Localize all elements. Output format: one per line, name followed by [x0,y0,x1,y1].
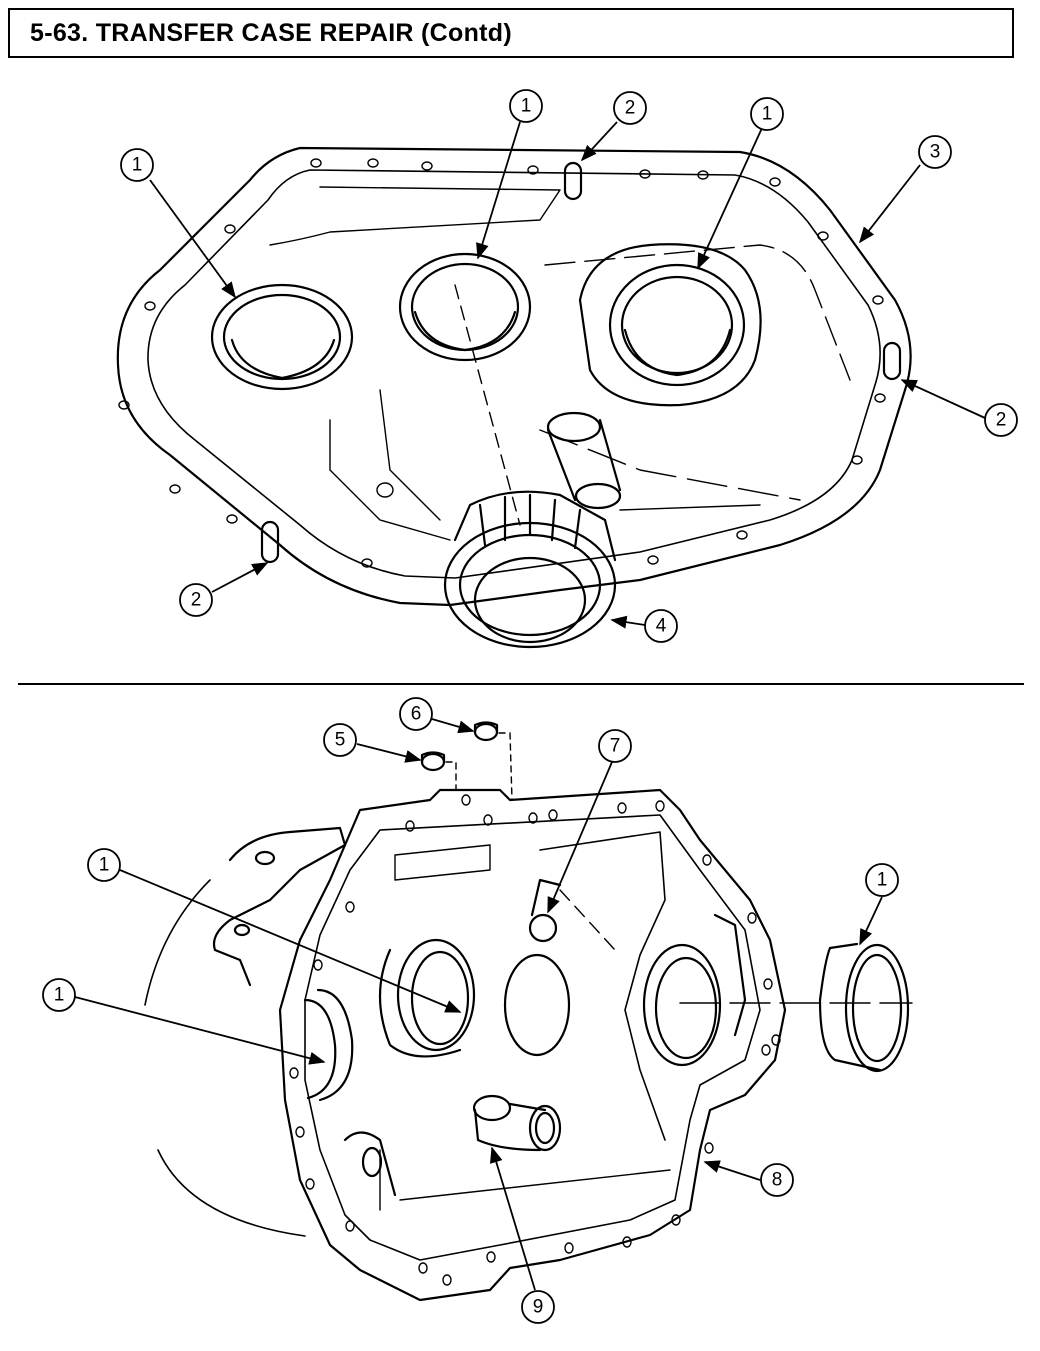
callout-4: 4 [644,609,678,643]
svg-text:2: 2 [625,98,636,119]
case-outline [278,788,787,1302]
callout-2a: 2 [613,91,647,125]
centerline [454,284,521,526]
housing-left-curve [144,879,211,1006]
case-web-2 [539,831,666,1141]
housing-left-curve-2 [157,1149,306,1237]
leader-1f [859,896,883,946]
callout-1d: 1 [87,848,121,882]
leader-7 [547,761,613,914]
case-outline [116,146,912,607]
plug-6-dash [498,732,513,801]
svg-text:4: 4 [656,616,667,637]
callout-1f: 1 [865,863,899,897]
shaft-tube [546,411,622,510]
case-inner-flange [304,814,761,1261]
case-inner-flange [147,169,881,579]
bearing-cup-right [578,243,762,407]
callout-2c: 2 [179,583,213,617]
leader-9 [490,1146,536,1291]
callout-6: 6 [399,697,433,731]
bearing-bore-left [303,988,354,1102]
leader-1d [119,869,462,1013]
leader-2c [211,562,269,593]
case-rib [269,186,561,246]
case-web [394,844,491,881]
bolt-holes [118,158,886,568]
svg-text:6: 6 [411,704,422,725]
leader-1e [74,996,326,1065]
svg-text:9: 9 [533,1297,544,1318]
leader-2b [900,379,986,419]
bearing-bore-right [642,913,747,1067]
svg-text:2: 2 [996,410,1007,431]
transfer-case-top-illustration: 1 1 2 1 3 2 2 4 [116,89,1018,649]
svg-text:1: 1 [877,870,888,891]
callout-7: 7 [598,729,632,763]
housing-left-hole-2 [233,923,251,937]
case-rib-4 [619,504,761,511]
callout-2b: 2 [984,403,1018,437]
mounting-boss [343,1131,397,1197]
leader-1c [697,127,763,270]
plug-6 [473,721,499,742]
leader-8 [703,1160,761,1181]
case-web-3 [399,1169,671,1201]
callout-9: 9 [521,1290,555,1324]
leader-4 [610,615,646,629]
svg-text:8: 8 [772,1170,783,1191]
svg-text:3: 3 [930,142,941,163]
shaft-tube [472,1094,562,1152]
vent-fitting [528,878,562,943]
bearing-cup-left [210,283,354,391]
housing-left [212,826,347,987]
leader-3 [859,164,921,244]
bearing-cup-middle [398,252,532,362]
dowel-pin-right [882,341,902,381]
svg-text:2: 2 [191,590,202,611]
svg-text:1: 1 [54,985,65,1006]
case-rib-3 [539,429,801,501]
tapered-roller-bearing [443,490,617,649]
svg-text:1: 1 [762,104,773,125]
svg-text:1: 1 [521,96,532,117]
bearing-bore-middle [378,938,476,1058]
plug-5-dash [445,761,457,791]
bolt-holes [289,794,781,1286]
callout-1e: 1 [42,978,76,1012]
leader-1b [476,121,521,260]
header-box: 5-63. TRANSFER CASE REPAIR (Contd) [8,8,1014,58]
svg-text:7: 7 [610,736,621,757]
bearing-cup-loose [818,942,910,1073]
callout-5: 5 [323,723,357,757]
page-title: 5-63. TRANSFER CASE REPAIR (Contd) [30,19,512,47]
svg-text:1: 1 [99,855,110,876]
callout-1b: 1 [509,89,543,123]
callout-1a: 1 [120,148,154,182]
leader-5 [356,743,422,763]
leader-2a [580,121,618,162]
callout-8: 8 [760,1163,794,1197]
plug-5 [420,751,446,772]
callout-1c: 1 [750,97,784,131]
dowel-pin-bottom [260,520,280,564]
case-rib-2 [544,244,851,381]
leader-6 [431,718,475,734]
leader-1a [149,179,236,299]
centerline-2 [559,889,616,951]
figure-divider [18,683,1024,685]
dowel-pin-top [563,161,583,201]
case-rib-5 [379,389,441,521]
bearing-bore-center [503,953,571,1057]
svg-text:1: 1 [132,155,143,176]
callout-3: 3 [918,135,952,169]
housing-left-hole [254,850,276,866]
svg-text:5: 5 [335,730,346,751]
case-rib-6 [329,419,451,541]
